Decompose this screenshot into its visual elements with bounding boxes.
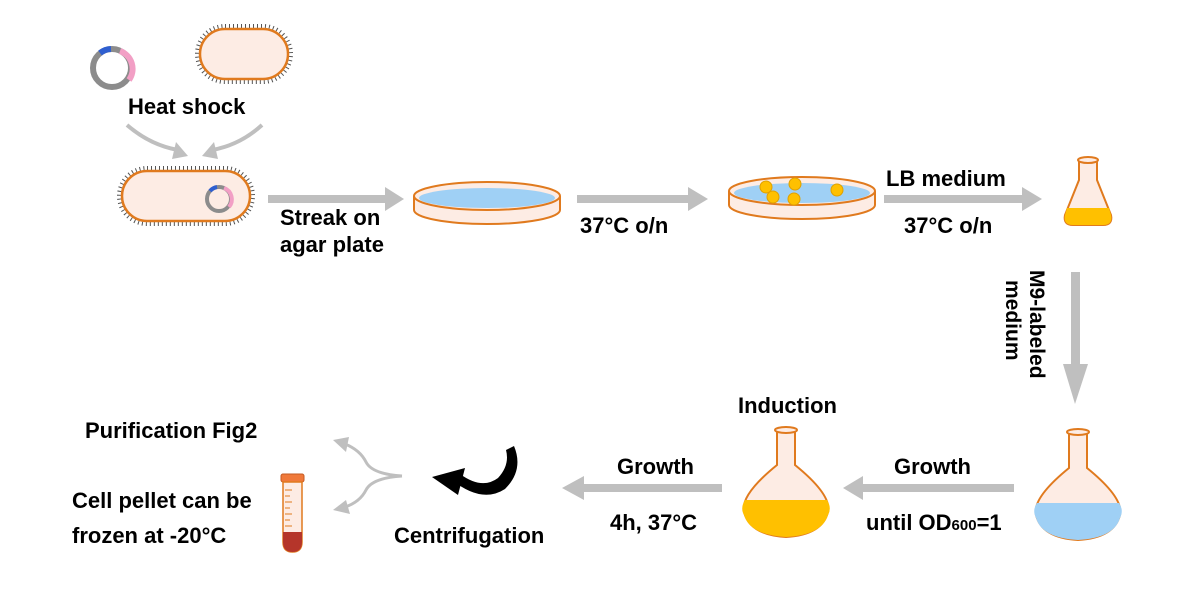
arrow-lb	[884, 187, 1042, 211]
incubate-plate-label: 37°C o/n	[580, 213, 668, 238]
arrowhead-right	[202, 142, 218, 159]
large-flask-yellow-icon	[742, 426, 830, 539]
heat-shock-arrows	[125, 123, 264, 152]
arrow-growth-expr	[562, 476, 722, 500]
expr-time-label: 4h, 37°C	[610, 510, 697, 535]
centrifugation-label: Centrifugation	[394, 523, 544, 548]
colony-plate-icon	[728, 176, 876, 220]
purification-label: Purification Fig2	[85, 418, 257, 443]
arrowhead-left	[172, 142, 188, 159]
split-arrows	[344, 442, 403, 509]
lb-incubate-label: 37°C o/n	[904, 213, 992, 238]
plasmid-icon	[90, 46, 136, 90]
streak-label-line2: agar plate	[280, 232, 384, 257]
ecoli-cell-icon	[195, 24, 293, 84]
colonies	[759, 177, 844, 206]
falcon-tube-icon	[280, 473, 305, 553]
arrow-streak	[268, 187, 404, 211]
split-arrowhead-down	[333, 500, 350, 514]
od-subscript: 600	[952, 517, 977, 534]
split-arrowhead-up	[333, 437, 349, 452]
until-od-label: until OD600=1	[866, 510, 1002, 535]
small-flask-icon	[1063, 156, 1113, 226]
agar-plate-icon	[413, 181, 561, 225]
growth-od-label: Growth	[894, 454, 971, 479]
pellet-label-line1: Cell pellet can be	[72, 488, 252, 513]
large-flask-blue-icon	[1034, 428, 1122, 542]
pellet-label-line2: frozen at -20°C	[72, 523, 226, 548]
transformed-cell-icon	[117, 166, 255, 226]
heat-shock-label: Heat shock	[128, 94, 246, 119]
induction-label: Induction	[738, 393, 837, 418]
growth-expr-label: Growth	[617, 454, 694, 479]
arrow-m9	[1063, 272, 1088, 404]
arrow-incubate	[577, 187, 708, 211]
streak-label-line1: Streak on	[280, 205, 380, 230]
lb-medium-label: LB medium	[886, 166, 1006, 191]
m9-medium-label-line1: M9-labeled	[1025, 270, 1048, 379]
centrifuge-arrow-icon	[432, 446, 518, 495]
arrow-growth-od	[843, 476, 1014, 500]
m9-medium-label-line2: medium	[1001, 280, 1024, 361]
